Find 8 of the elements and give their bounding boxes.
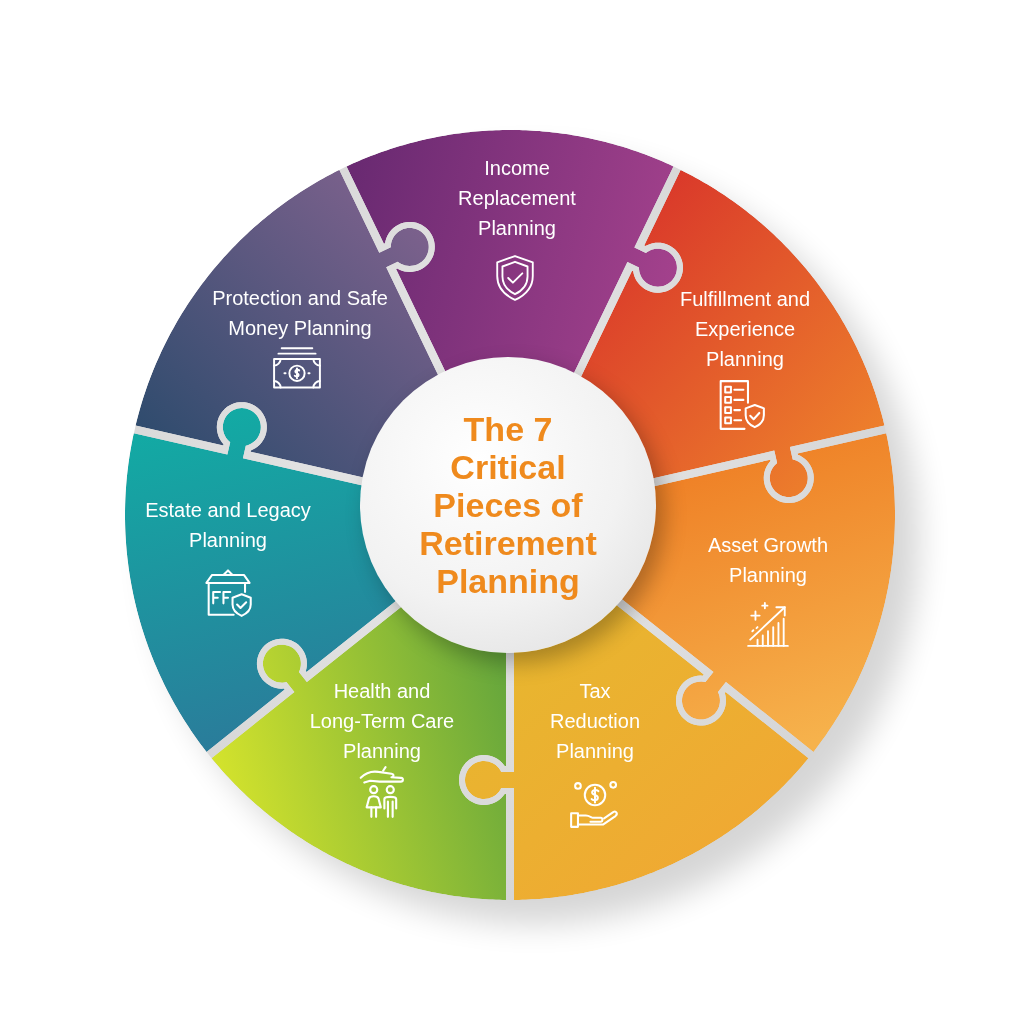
piece-label: Asset Growth Planning bbox=[706, 533, 829, 588]
piece-label: Estate and Legacy Planning bbox=[144, 498, 312, 553]
piece-label: Fulfillment and Experience Planning bbox=[678, 287, 812, 372]
piece-label: Health and Long-Term Care Planning bbox=[308, 679, 456, 764]
piece-label: Income Replacement Planning bbox=[457, 156, 577, 241]
center-title: The 7 Critical Pieces of Retirement Planning bbox=[418, 410, 598, 600]
piece-label: Tax Reduction Planning bbox=[548, 679, 642, 764]
piece-label: Protection and Safe Money Planning bbox=[211, 286, 389, 341]
